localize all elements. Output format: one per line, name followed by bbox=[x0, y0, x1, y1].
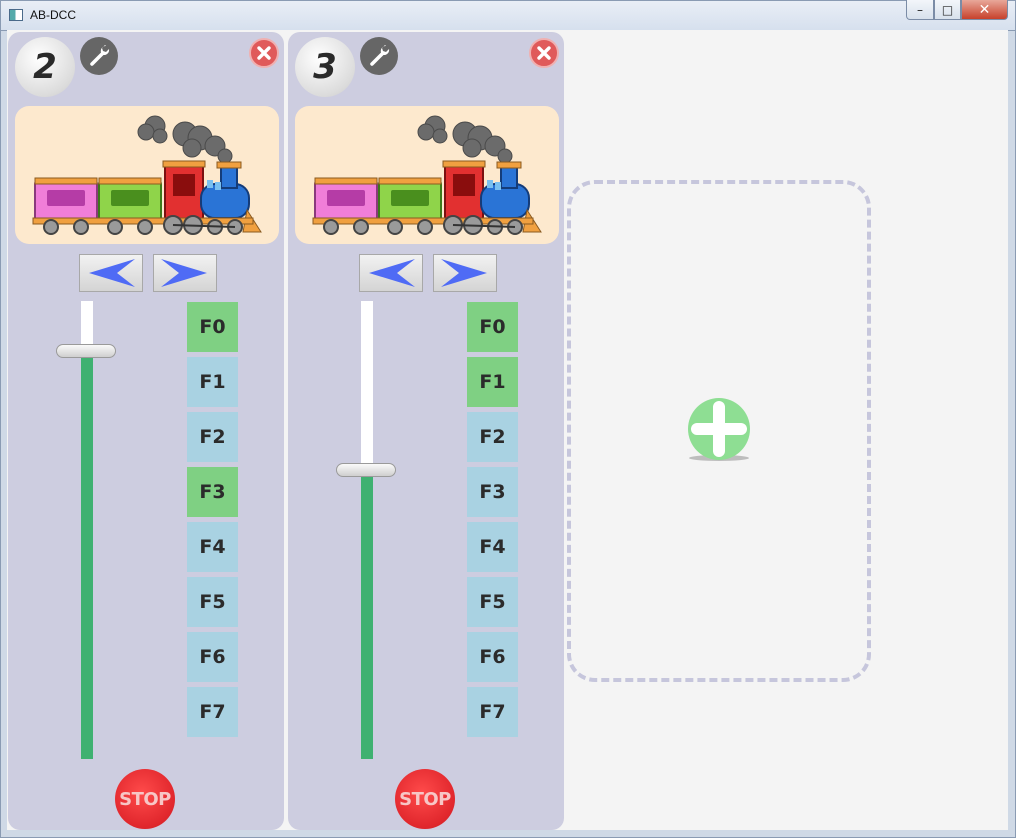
arrow-right-icon bbox=[441, 259, 487, 287]
function-key-f0[interactable]: F0 bbox=[467, 302, 518, 352]
function-key-f5[interactable]: F5 bbox=[467, 577, 518, 627]
plus-icon bbox=[688, 398, 750, 461]
arrow-right-icon bbox=[161, 259, 207, 287]
arrow-left-icon bbox=[89, 259, 135, 287]
speed-slider-thumb[interactable] bbox=[336, 463, 396, 477]
stop-button[interactable]: STOP bbox=[115, 769, 175, 829]
maximize-icon: □ bbox=[941, 2, 954, 17]
function-key-f5[interactable]: F5 bbox=[187, 577, 238, 627]
maximize-button[interactable]: □ bbox=[934, 0, 961, 20]
wrench-icon[interactable] bbox=[360, 37, 398, 75]
function-key-f3[interactable]: F3 bbox=[467, 467, 518, 517]
app-icon bbox=[9, 9, 23, 21]
function-key-f7[interactable]: F7 bbox=[187, 687, 238, 737]
function-key-f6[interactable]: F6 bbox=[467, 632, 518, 682]
locomotive-image bbox=[32, 115, 262, 235]
speed-slider-fill bbox=[81, 351, 93, 759]
stop-button[interactable]: STOP bbox=[395, 769, 455, 829]
function-key-f6[interactable]: F6 bbox=[187, 632, 238, 682]
window-close-button[interactable]: ✕ bbox=[961, 0, 1008, 20]
function-key-f3[interactable]: F3 bbox=[187, 467, 238, 517]
function-key-f1[interactable]: F1 bbox=[467, 357, 518, 407]
window-title: AB-DCC bbox=[30, 8, 77, 22]
forward-button[interactable] bbox=[153, 254, 217, 292]
title-bar[interactable]: AB-DCC bbox=[0, 0, 1016, 30]
locomotive-image bbox=[312, 115, 542, 235]
function-key-f1[interactable]: F1 bbox=[187, 357, 238, 407]
function-key-f7[interactable]: F7 bbox=[467, 687, 518, 737]
function-key-f0[interactable]: F0 bbox=[187, 302, 238, 352]
close-icon[interactable] bbox=[249, 38, 279, 68]
loco-address: 2 bbox=[15, 37, 75, 97]
speed-slider-track[interactable] bbox=[81, 301, 93, 759]
wrench-icon[interactable] bbox=[80, 37, 118, 75]
locomotive-image-frame bbox=[15, 106, 279, 244]
forward-button[interactable] bbox=[433, 254, 497, 292]
reverse-button[interactable] bbox=[359, 254, 423, 292]
function-key-f2[interactable]: F2 bbox=[467, 412, 518, 462]
speed-slider-track[interactable] bbox=[361, 301, 373, 759]
add-throttle-button[interactable] bbox=[686, 397, 752, 463]
close-icon[interactable] bbox=[529, 38, 559, 68]
function-key-f2[interactable]: F2 bbox=[187, 412, 238, 462]
arrow-left-icon bbox=[369, 259, 415, 287]
speed-slider-fill bbox=[361, 470, 373, 759]
function-key-f4[interactable]: F4 bbox=[187, 522, 238, 572]
throttle-panel: 3 bbox=[288, 32, 564, 830]
minimize-icon: – bbox=[917, 2, 923, 17]
throttle-panel: 2 bbox=[8, 32, 284, 830]
locomotive-image-frame bbox=[295, 106, 559, 244]
minimize-button[interactable]: – bbox=[906, 0, 934, 20]
reverse-button[interactable] bbox=[79, 254, 143, 292]
speed-slider-thumb[interactable] bbox=[56, 344, 116, 358]
loco-address: 3 bbox=[295, 37, 355, 97]
add-throttle-slot[interactable] bbox=[567, 180, 871, 682]
window-close-icon: ✕ bbox=[978, 1, 991, 18]
function-key-f4[interactable]: F4 bbox=[467, 522, 518, 572]
